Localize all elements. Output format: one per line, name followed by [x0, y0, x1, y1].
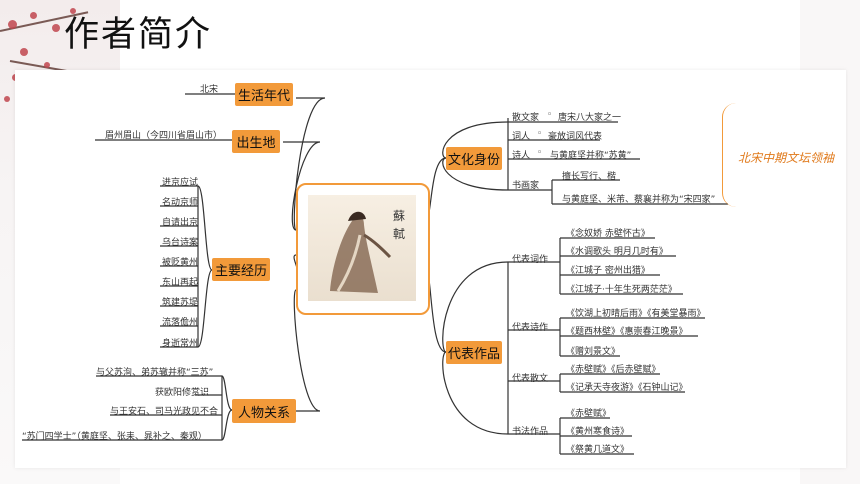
works-item: 《赤壁赋》《后赤壁赋》	[566, 365, 661, 375]
identity-item: 与黄庭坚并称“苏黄”	[550, 151, 632, 161]
works-category: 代表散文	[512, 374, 549, 384]
portrait-calligraphy: 蘇軾	[393, 209, 406, 241]
portrait-card[interactable]: 蘇軾	[296, 183, 430, 315]
experience-item: 乌台诗案	[162, 238, 199, 248]
node-relations[interactable]: 人物关系	[232, 399, 296, 423]
works-item: 《题西林壁》《惠崇春江晚景》	[566, 327, 688, 337]
identity-marker: ◦	[537, 129, 543, 139]
works-category: 代表词作	[512, 255, 549, 265]
identity-name: 散文家	[512, 113, 540, 123]
experience-item: 流落儋州	[162, 318, 199, 328]
node-birthplace[interactable]: 出生地	[232, 130, 280, 153]
identity-name: 诗人	[512, 151, 531, 161]
works-category: 书法作品	[512, 427, 549, 437]
identity-marker: ◦	[537, 148, 543, 158]
era-item: 北宋	[200, 85, 219, 95]
works-item: 《水调歌头 明月几时有》	[566, 247, 668, 257]
works-item: 《念奴娇 赤壁怀古》	[566, 229, 650, 239]
identity-marker: ◦	[547, 110, 553, 120]
works-item: 《饮湖上初晴后雨》《有美堂暴雨》	[566, 309, 706, 319]
relation-item: 与父苏洵、弟苏辙并称“三苏”	[96, 368, 214, 378]
works-item: 《赤壁赋》	[566, 409, 612, 419]
page-title: 作者简介	[64, 15, 213, 55]
identity-item: 豪放词风代表	[548, 132, 603, 142]
works-item: 《赠刘景文》	[566, 347, 621, 357]
node-representative-works[interactable]: 代表作品	[446, 341, 502, 364]
node-experience[interactable]: 主要经历	[212, 258, 270, 281]
works-item: 《江城子·十年生死两茫茫》	[566, 285, 677, 295]
works-item: 《江城子 密州出猎》	[566, 266, 650, 276]
experience-item: 自请出京	[162, 218, 199, 228]
experience-item: 筑建苏堤	[162, 298, 199, 308]
identity-item: 擅长写行、楷	[562, 172, 617, 182]
experience-item: 东山再起	[162, 278, 199, 288]
experience-item: 进京应试	[162, 178, 199, 188]
relation-item: 与王安石、司马光政见不合	[110, 407, 219, 417]
identity-name: 书画家	[512, 181, 540, 191]
works-item: 《记承天寺夜游》《石钟山记》	[566, 383, 688, 393]
callout-bracket	[722, 103, 737, 207]
works-item: 《祭黄几道文》	[566, 445, 630, 455]
works-item: 《黄州寒食诗》	[566, 427, 630, 437]
su-shi-portrait	[308, 195, 416, 301]
node-cultural-identity[interactable]: 文化身份	[446, 147, 502, 170]
experience-item: 被贬黄州	[162, 258, 199, 268]
identity-item: 唐宋八大家之一	[558, 113, 622, 123]
callout-text: 北宋中期文坛领袖	[738, 151, 835, 165]
birthplace-item: 眉州眉山（今四川省眉山市）	[105, 131, 223, 141]
mindmap-panel	[15, 70, 846, 468]
relation-item: “苏门四学士”（黄庭坚、张耒、晁补之、秦观）	[22, 432, 207, 442]
identity-name: 词人	[512, 132, 531, 142]
relation-item: 获欧阳修赏识	[155, 388, 210, 398]
node-era[interactable]: 生活年代	[235, 83, 293, 106]
experience-item: 名动京师	[162, 198, 199, 208]
experience-item: 身逝常州	[162, 339, 199, 349]
works-category: 代表诗作	[512, 323, 549, 333]
identity-item: 与黄庭坚、米芾、蔡襄并称为“宋四家”	[562, 195, 716, 205]
